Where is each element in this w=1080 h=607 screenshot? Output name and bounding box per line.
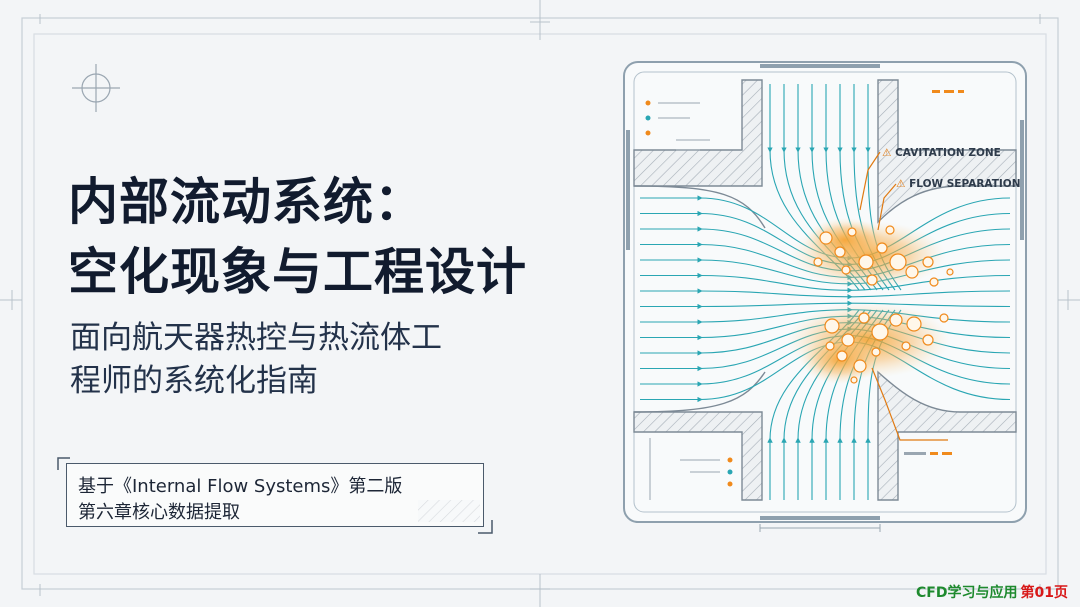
cavitation-bubble — [853, 359, 867, 373]
cavitation-bubble — [841, 265, 851, 275]
cavitation-bubble — [906, 316, 922, 332]
cavitation-bubble — [834, 246, 846, 258]
crosshair-icon — [72, 64, 120, 112]
flow-separation-label: ⚠ FLOW SEPARATION — [896, 178, 1021, 190]
footer-page-number: 第01页 — [1020, 585, 1068, 601]
footer: CFD学习与应用第01页 — [916, 582, 1068, 602]
cavitation-bubble — [850, 376, 858, 384]
cavitation-bubble — [939, 313, 949, 323]
cavitation-bubble — [858, 312, 870, 324]
cavitation-bubble — [871, 323, 889, 341]
cavitation-bubble — [841, 333, 855, 347]
cavitation-bubble — [889, 253, 907, 271]
subtitle-line-1: 面向航天器热控与热流体工 — [70, 320, 442, 356]
cavitation-bubble — [889, 313, 903, 327]
cavitation-bubble — [929, 277, 939, 287]
source-note-line-1: 基于《Internal Flow Systems》第二版 — [78, 476, 403, 497]
cavitation-bubble — [901, 341, 911, 351]
cavitation-bubble — [871, 347, 881, 357]
cavitation-zone-label: ⚠ CAVITATION ZONE — [882, 147, 1001, 159]
cavitation-bubble — [847, 227, 857, 237]
cavitation-bubble — [813, 257, 823, 267]
cavitation-bubble — [946, 268, 954, 276]
callout-leaders — [859, 151, 948, 441]
warning-icon: ⚠ — [896, 178, 906, 190]
source-note-box — [66, 463, 484, 527]
source-note-line-2: 第六章核心数据提取 — [78, 502, 240, 523]
warning-icon: ⚠ — [882, 147, 892, 159]
cavitation-bubble — [922, 334, 934, 346]
title-line-2: 空化现象与工程设计 — [68, 243, 527, 301]
cavitation-bubble — [866, 274, 878, 286]
cavitation-bubble — [819, 231, 833, 245]
cavitation-bubble — [905, 265, 919, 279]
panel-decor — [645, 90, 964, 532]
cavitation-bubble — [824, 318, 840, 334]
channel-walls — [633, 79, 1017, 501]
footer-brand: CFD学习与应用 — [916, 585, 1018, 601]
subtitle-line-2: 程师的系统化指南 — [70, 363, 318, 399]
cavitation-bubble — [858, 254, 874, 270]
cavitation-bubble — [825, 341, 835, 351]
title-line-1: 内部流动系统： — [68, 173, 425, 231]
cavitation-bubble — [885, 225, 895, 235]
cavitation-bubble — [922, 256, 934, 268]
cavitation-bubble — [836, 350, 848, 362]
cavitation-bubble — [876, 242, 888, 254]
streamline — [640, 288, 1011, 300]
cavitation-bubbles — [813, 225, 954, 384]
